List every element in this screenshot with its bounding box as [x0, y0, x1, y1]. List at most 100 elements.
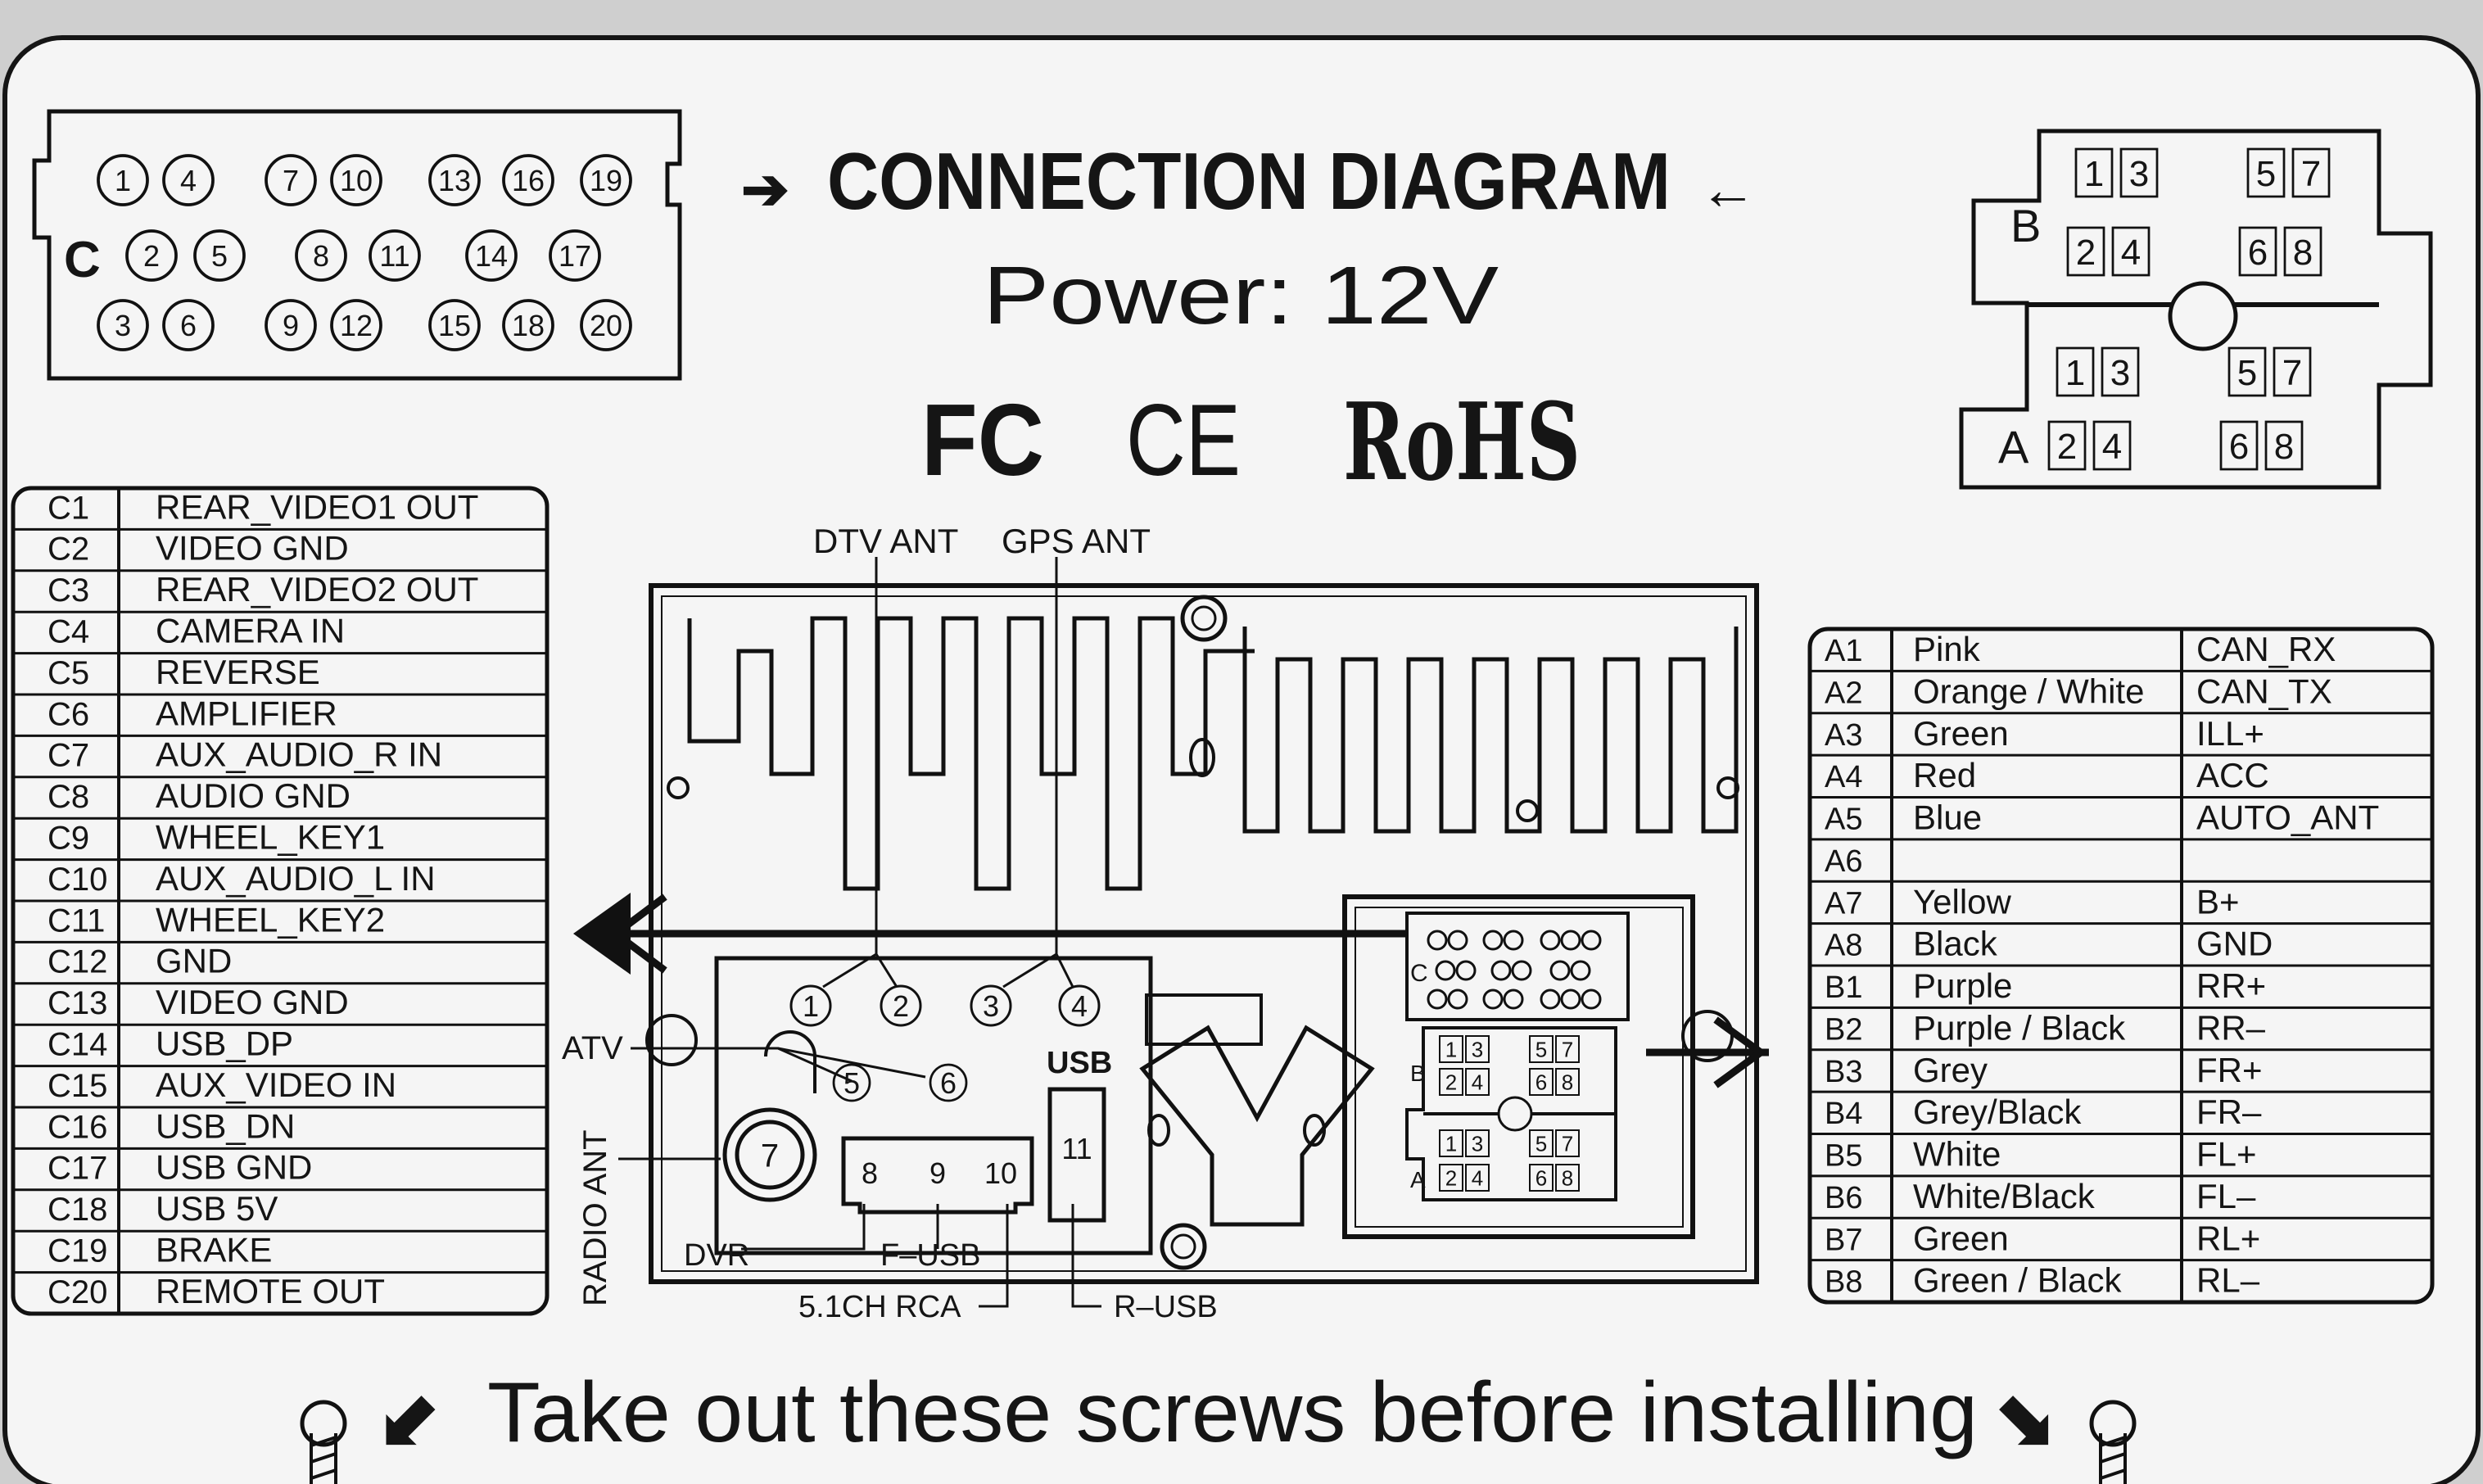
ab-table-signal: RR+	[2196, 966, 2266, 1005]
mini-ab-pin-b-bottom-2-number: 2	[1445, 1070, 1457, 1094]
c-pin-20: 20	[580, 299, 632, 351]
mini-ab-pin-a-top-1-number: 1	[1445, 1131, 1457, 1156]
mini-c-pin-10	[1503, 930, 1524, 951]
mini-c-pin-5	[1455, 960, 1477, 981]
c-connector-letter: C	[64, 232, 101, 288]
c-pin-14: 14	[465, 229, 518, 282]
ab-table-signal: RR–	[2196, 1008, 2266, 1047]
rca-label: 5.1CH RCA	[798, 1290, 961, 1324]
mini-ab-pin-a-top-5-number: 5	[1535, 1131, 1547, 1156]
c-pin-16-number: 16	[512, 164, 545, 197]
mini-ab-pin-b-bottom-8-number: 8	[1562, 1070, 1573, 1094]
c-table-label: REAR_VIDEO1 OUT	[156, 487, 478, 526]
c-table-label: WHEEL_KEY2	[156, 900, 385, 939]
c-pin-10-number: 10	[340, 164, 373, 197]
ab-pin-a-top-5-number: 5	[2237, 353, 2257, 393]
mini-c-pin-1	[1427, 930, 1448, 951]
ab-pin-a-top-7-number: 7	[2282, 353, 2302, 393]
ab-pin-b-bottom-6: 6	[2238, 226, 2277, 277]
ab-table-signal: FR+	[2196, 1051, 2263, 1089]
mini-c-pin-6	[1447, 989, 1468, 1010]
leader-lines	[618, 557, 1101, 1308]
mini-c-pin-20	[1581, 989, 1602, 1010]
gps-ant-label: GPS ANT	[1002, 522, 1151, 560]
c-table-label: GND	[156, 942, 232, 980]
ab-table-pin: A3	[1825, 718, 1862, 753]
label-plate	[2, 35, 2481, 1484]
unit-port-8: 8	[862, 1156, 878, 1190]
ab-table-color: Grey/Black	[1913, 1093, 2082, 1131]
c-table-pin: C18	[47, 1192, 107, 1228]
callout-labels: DTV ANT GPS ANT ATV RADIO ANT USB DVR F–…	[562, 522, 1218, 1324]
ab-table-pin: B5	[1825, 1139, 1862, 1174]
c-pin-16: 16	[502, 154, 554, 206]
c-pin-5: 5	[193, 229, 246, 282]
ab-pin-b-top-3: 3	[2119, 147, 2159, 198]
mini-c-pin-17	[1570, 960, 1591, 981]
c-table-pin: C14	[47, 1026, 107, 1062]
ab-pin-b-bottom-6-number: 6	[2248, 233, 2268, 273]
mini-ab-pin-a-bottom-2: 2	[1439, 1164, 1463, 1192]
ab-table-color: Green	[1913, 714, 2009, 753]
ab-pin-b-bottom-8-number: 8	[2293, 233, 2313, 273]
mini-ab-pin-a-bottom-6-number: 6	[1535, 1165, 1547, 1190]
c-table-label: REAR_VIDEO2 OUT	[156, 570, 478, 609]
ab-table-pin: B3	[1825, 1055, 1862, 1089]
c-table-pin: C11	[47, 903, 105, 939]
mini-c-pin-14	[1549, 960, 1571, 981]
mini-ab-pin-a-bottom-2-number: 2	[1445, 1165, 1457, 1190]
ab-pin-a-top-3: 3	[2101, 346, 2140, 397]
c-table-label: USB GND	[156, 1148, 312, 1187]
usb-label: USB	[1047, 1046, 1112, 1080]
mini-b-letter: B	[1410, 1061, 1426, 1086]
c-table-label: BRAKE	[156, 1230, 272, 1269]
ab-table-signal: B+	[2196, 882, 2240, 921]
c-pin-19: 19	[580, 154, 632, 206]
ab-table-signal: FL–	[2196, 1177, 2256, 1215]
ab-pin-a-top-7: 7	[2273, 346, 2312, 397]
c-table-pin: C7	[47, 738, 89, 774]
ab-pin-a-bottom-4-number: 4	[2102, 427, 2122, 467]
mini-ab-pin-a-top-7: 7	[1555, 1129, 1580, 1157]
ab-pin-b-top-5-number: 5	[2256, 154, 2276, 194]
ab-pin-b-top-1: 1	[2074, 147, 2114, 198]
mini-ab-pin-b-bottom-4-number: 4	[1472, 1070, 1483, 1094]
screw-icon-right	[2089, 1400, 2137, 1484]
c-pin-2-number: 2	[143, 239, 160, 273]
dvr-label: DVR	[684, 1238, 749, 1273]
heatsink-right	[1242, 627, 1739, 834]
c-pin-7: 7	[265, 154, 317, 206]
unit-port-7-number: 7	[761, 1138, 779, 1174]
footer-arrow-right: ⬊	[1994, 1378, 2057, 1462]
c-table-label: AUX_AUDIO_R IN	[156, 735, 442, 774]
ab-table-signal: RL–	[2196, 1261, 2260, 1300]
c-pin-3-number: 3	[115, 309, 131, 342]
c-pin-18-number: 18	[512, 309, 545, 342]
mini-c-pin-16	[1560, 930, 1581, 951]
fc-mark: FC	[921, 384, 1044, 497]
mini-c-pin-13	[1540, 930, 1561, 951]
ab-pin-b-top-3-number: 3	[2129, 154, 2149, 194]
ab-table-signal: RL+	[2196, 1219, 2260, 1257]
c-pin-9-number: 9	[283, 309, 299, 342]
c-pin-12: 12	[330, 299, 382, 351]
ab-table-color: White/Black	[1913, 1177, 2096, 1215]
ab-table-color: Purple	[1913, 966, 2012, 1005]
ab-table-signal: ILL+	[2196, 714, 2264, 753]
r-usb-label: R–USB	[1114, 1290, 1218, 1324]
unit-port-10: 10	[984, 1156, 1017, 1190]
